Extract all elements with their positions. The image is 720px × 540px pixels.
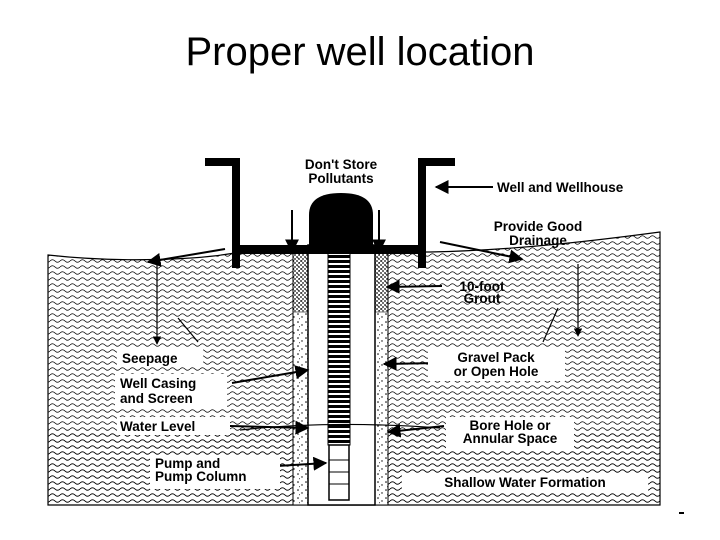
slide-title: Proper well location [185, 30, 535, 74]
well-cap [309, 193, 373, 245]
label-grout-2: Grout [464, 291, 501, 306]
label-grout-1: 10-foot [460, 279, 506, 294]
label-casing-1: Well Casing [120, 376, 196, 391]
label-shallow: Shallow Water Formation [444, 475, 606, 490]
label-pump-1: Pump and [155, 456, 220, 471]
label-drainage-1: Provide Good [494, 219, 583, 234]
label-casing-2: and Screen [120, 391, 193, 406]
label-bore-1: Bore Hole or [469, 418, 551, 433]
arrows [146, 180, 524, 471]
pump-column [327, 244, 351, 446]
label-dont-store-2: Pollutants [308, 171, 373, 186]
label-gravel-1: Gravel Pack [457, 350, 535, 365]
wellhouse-left-wall [205, 158, 240, 268]
label-pump-2: Pump Column [155, 469, 247, 484]
label-well-wellhouse: Well and Wellhouse [497, 180, 624, 195]
label-gravel-2: or Open Hole [454, 364, 539, 379]
label-drainage-2: Drainage [509, 233, 567, 248]
label-water-level: Water Level [120, 419, 195, 434]
wellhouse-floor [232, 245, 426, 254]
water-level-line [239, 423, 441, 431]
corner-mark [679, 512, 684, 514]
seepage-lines [152, 262, 583, 345]
label-seepage: Seepage [122, 351, 178, 366]
label-dont-store-1: Don't Store [305, 157, 378, 172]
wellhouse-right-wall [418, 158, 455, 268]
label-bore-2: Annular Space [463, 431, 558, 446]
